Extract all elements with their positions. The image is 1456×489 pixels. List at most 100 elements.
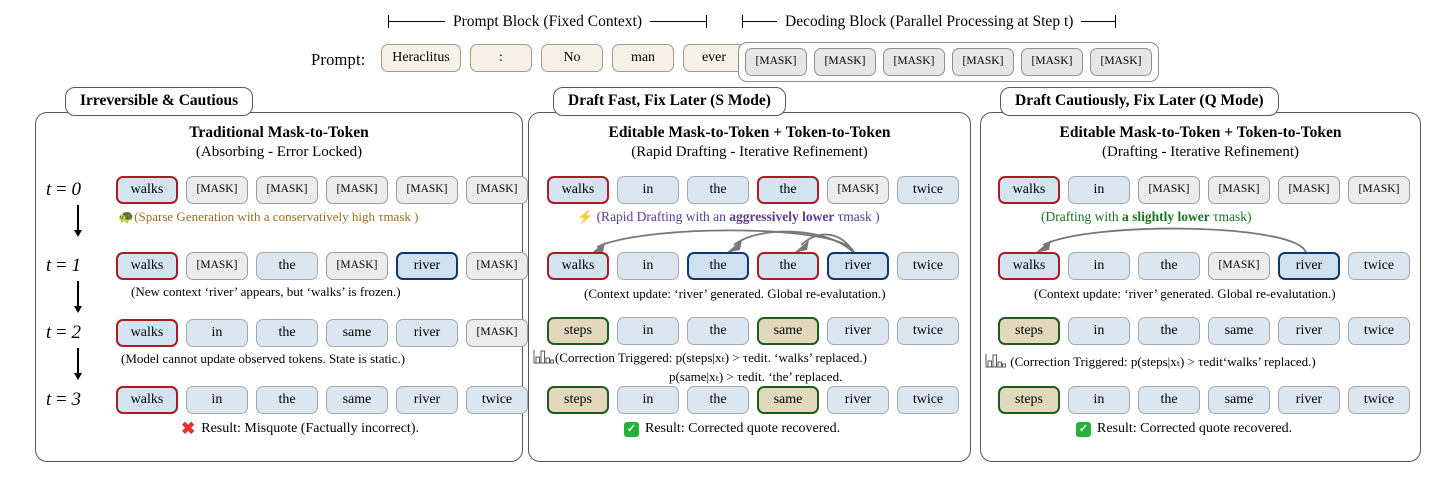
decode-mask-token[interactable]: [MASK]: [1090, 48, 1152, 76]
decode-mask-token[interactable]: [MASK]: [1021, 48, 1083, 76]
token-cell[interactable]: in: [186, 319, 248, 347]
decode-mask-token[interactable]: [MASK]: [883, 48, 945, 76]
token-cell[interactable]: in: [1068, 317, 1130, 345]
token-cell[interactable]: in: [1068, 252, 1130, 280]
token-cell[interactable]: in: [617, 176, 679, 204]
note-context-update: (Context update: ‘river’ generated. Glob…: [584, 286, 886, 301]
token-cell[interactable]: [MASK]: [827, 176, 889, 204]
token-cell[interactable]: walks: [547, 252, 609, 280]
token-cell[interactable]: in: [617, 252, 679, 280]
token-cell[interactable]: walks: [116, 252, 178, 280]
token-cell[interactable]: [MASK]: [396, 176, 458, 204]
token-cell[interactable]: in: [617, 386, 679, 414]
token-cell[interactable]: the: [1138, 317, 1200, 345]
token-cell[interactable]: river: [1278, 386, 1340, 414]
prompt-label: Prompt:: [311, 50, 366, 69]
panel-title: Editable Mask-to-Token + Token-to-Token: [608, 124, 891, 141]
token-cell[interactable]: river: [396, 319, 458, 347]
token-cell[interactable]: the: [256, 386, 318, 414]
note-line1: (Correction Triggered: p(steps|xₜ) > τed…: [555, 350, 867, 365]
token-cell[interactable]: [MASK]: [1208, 252, 1270, 280]
token-cell[interactable]: same: [326, 386, 388, 414]
note-context-update: (Context update: ‘river’ generated. Glob…: [1034, 286, 1336, 301]
token-cell[interactable]: [MASK]: [186, 176, 248, 204]
turtle-icon: 🐢: [118, 209, 135, 224]
token-cell[interactable]: twice: [1348, 317, 1410, 345]
token-cell[interactable]: walks: [116, 176, 178, 204]
token-cell[interactable]: the: [256, 319, 318, 347]
token-cell[interactable]: the: [687, 317, 749, 345]
brace-left-line: [743, 21, 777, 23]
token-cell[interactable]: in: [186, 386, 248, 414]
token-cell[interactable]: [MASK]: [1278, 176, 1340, 204]
token-cell[interactable]: in: [1068, 176, 1130, 204]
token-cell[interactable]: the: [757, 252, 819, 280]
token-cell[interactable]: walks: [998, 176, 1060, 204]
prompt-token[interactable]: :: [470, 44, 532, 72]
token-cell[interactable]: steps: [547, 386, 609, 414]
brace-left-line: [389, 21, 445, 23]
token-cell[interactable]: same: [757, 317, 819, 345]
decode-mask-token[interactable]: [MASK]: [814, 48, 876, 76]
token-cell[interactable]: twice: [1348, 252, 1410, 280]
token-cell[interactable]: the: [1138, 386, 1200, 414]
prompt-token[interactable]: man: [612, 44, 674, 72]
token-cell[interactable]: the: [757, 176, 819, 204]
token-cell[interactable]: twice: [897, 176, 959, 204]
token-cell[interactable]: walks: [116, 386, 178, 414]
token-cell[interactable]: [MASK]: [1348, 176, 1410, 204]
token-cell[interactable]: the: [1138, 252, 1200, 280]
token-cell[interactable]: [MASK]: [466, 319, 528, 347]
token-cell[interactable]: same: [1208, 317, 1270, 345]
token-cell[interactable]: twice: [897, 317, 959, 345]
token-cell[interactable]: [MASK]: [186, 252, 248, 280]
token-cell[interactable]: steps: [998, 317, 1060, 345]
token-cell[interactable]: in: [617, 317, 679, 345]
token-cell[interactable]: the: [687, 386, 749, 414]
panel-title: Editable Mask-to-Token + Token-to-Token: [1059, 124, 1342, 141]
panel-title: Traditional Mask-to-Token: [189, 124, 369, 141]
decode-mask-token[interactable]: [MASK]: [745, 48, 807, 76]
token-cell[interactable]: [MASK]: [256, 176, 318, 204]
token-cell[interactable]: river: [827, 252, 889, 280]
token-cell[interactable]: river: [827, 386, 889, 414]
token-cell[interactable]: twice: [466, 386, 528, 414]
prompt-token[interactable]: Heraclitus: [381, 44, 461, 72]
note-correction-triggered: (Correction Triggered: p(steps|xₜ) > τed…: [533, 349, 867, 368]
note-text-part2: τmask): [1209, 209, 1252, 224]
token-cell[interactable]: river: [1278, 252, 1340, 280]
note-drafting: (Drafting with a slightly lower τmask): [1041, 209, 1252, 226]
token-cell[interactable]: river: [827, 317, 889, 345]
note-rapid-drafting: ⚡ (Rapid Drafting with an aggressively l…: [577, 209, 880, 226]
token-cell[interactable]: twice: [897, 386, 959, 414]
decode-mask-token[interactable]: [MASK]: [952, 48, 1014, 76]
token-cell[interactable]: the: [687, 252, 749, 280]
token-cell[interactable]: the: [256, 252, 318, 280]
token-cell[interactable]: twice: [897, 252, 959, 280]
token-cell[interactable]: [MASK]: [1138, 176, 1200, 204]
token-cell[interactable]: river: [1278, 317, 1340, 345]
step-label: t = 1: [46, 255, 81, 276]
note-state-static: (Model cannot update observed tokens. St…: [121, 351, 406, 366]
token-cell[interactable]: in: [1068, 386, 1130, 414]
token-cell[interactable]: walks: [998, 252, 1060, 280]
token-cell[interactable]: river: [396, 386, 458, 414]
token-cell[interactable]: [MASK]: [466, 252, 528, 280]
token-cell[interactable]: walks: [116, 319, 178, 347]
flow-arrow-down: [74, 205, 82, 237]
token-cell[interactable]: same: [1208, 386, 1270, 414]
token-cell[interactable]: [MASK]: [466, 176, 528, 204]
token-cell[interactable]: same: [326, 319, 388, 347]
token-cell[interactable]: the: [687, 176, 749, 204]
token-cell[interactable]: twice: [1348, 386, 1410, 414]
token-cell[interactable]: river: [396, 252, 458, 280]
token-cell[interactable]: [MASK]: [326, 176, 388, 204]
token-cell[interactable]: walks: [547, 176, 609, 204]
prompt-token[interactable]: ever: [683, 44, 745, 72]
token-cell[interactable]: [MASK]: [1208, 176, 1270, 204]
token-cell[interactable]: same: [757, 386, 819, 414]
token-cell[interactable]: steps: [547, 317, 609, 345]
prompt-token[interactable]: No: [541, 44, 603, 72]
token-cell[interactable]: steps: [998, 386, 1060, 414]
token-cell[interactable]: [MASK]: [326, 252, 388, 280]
